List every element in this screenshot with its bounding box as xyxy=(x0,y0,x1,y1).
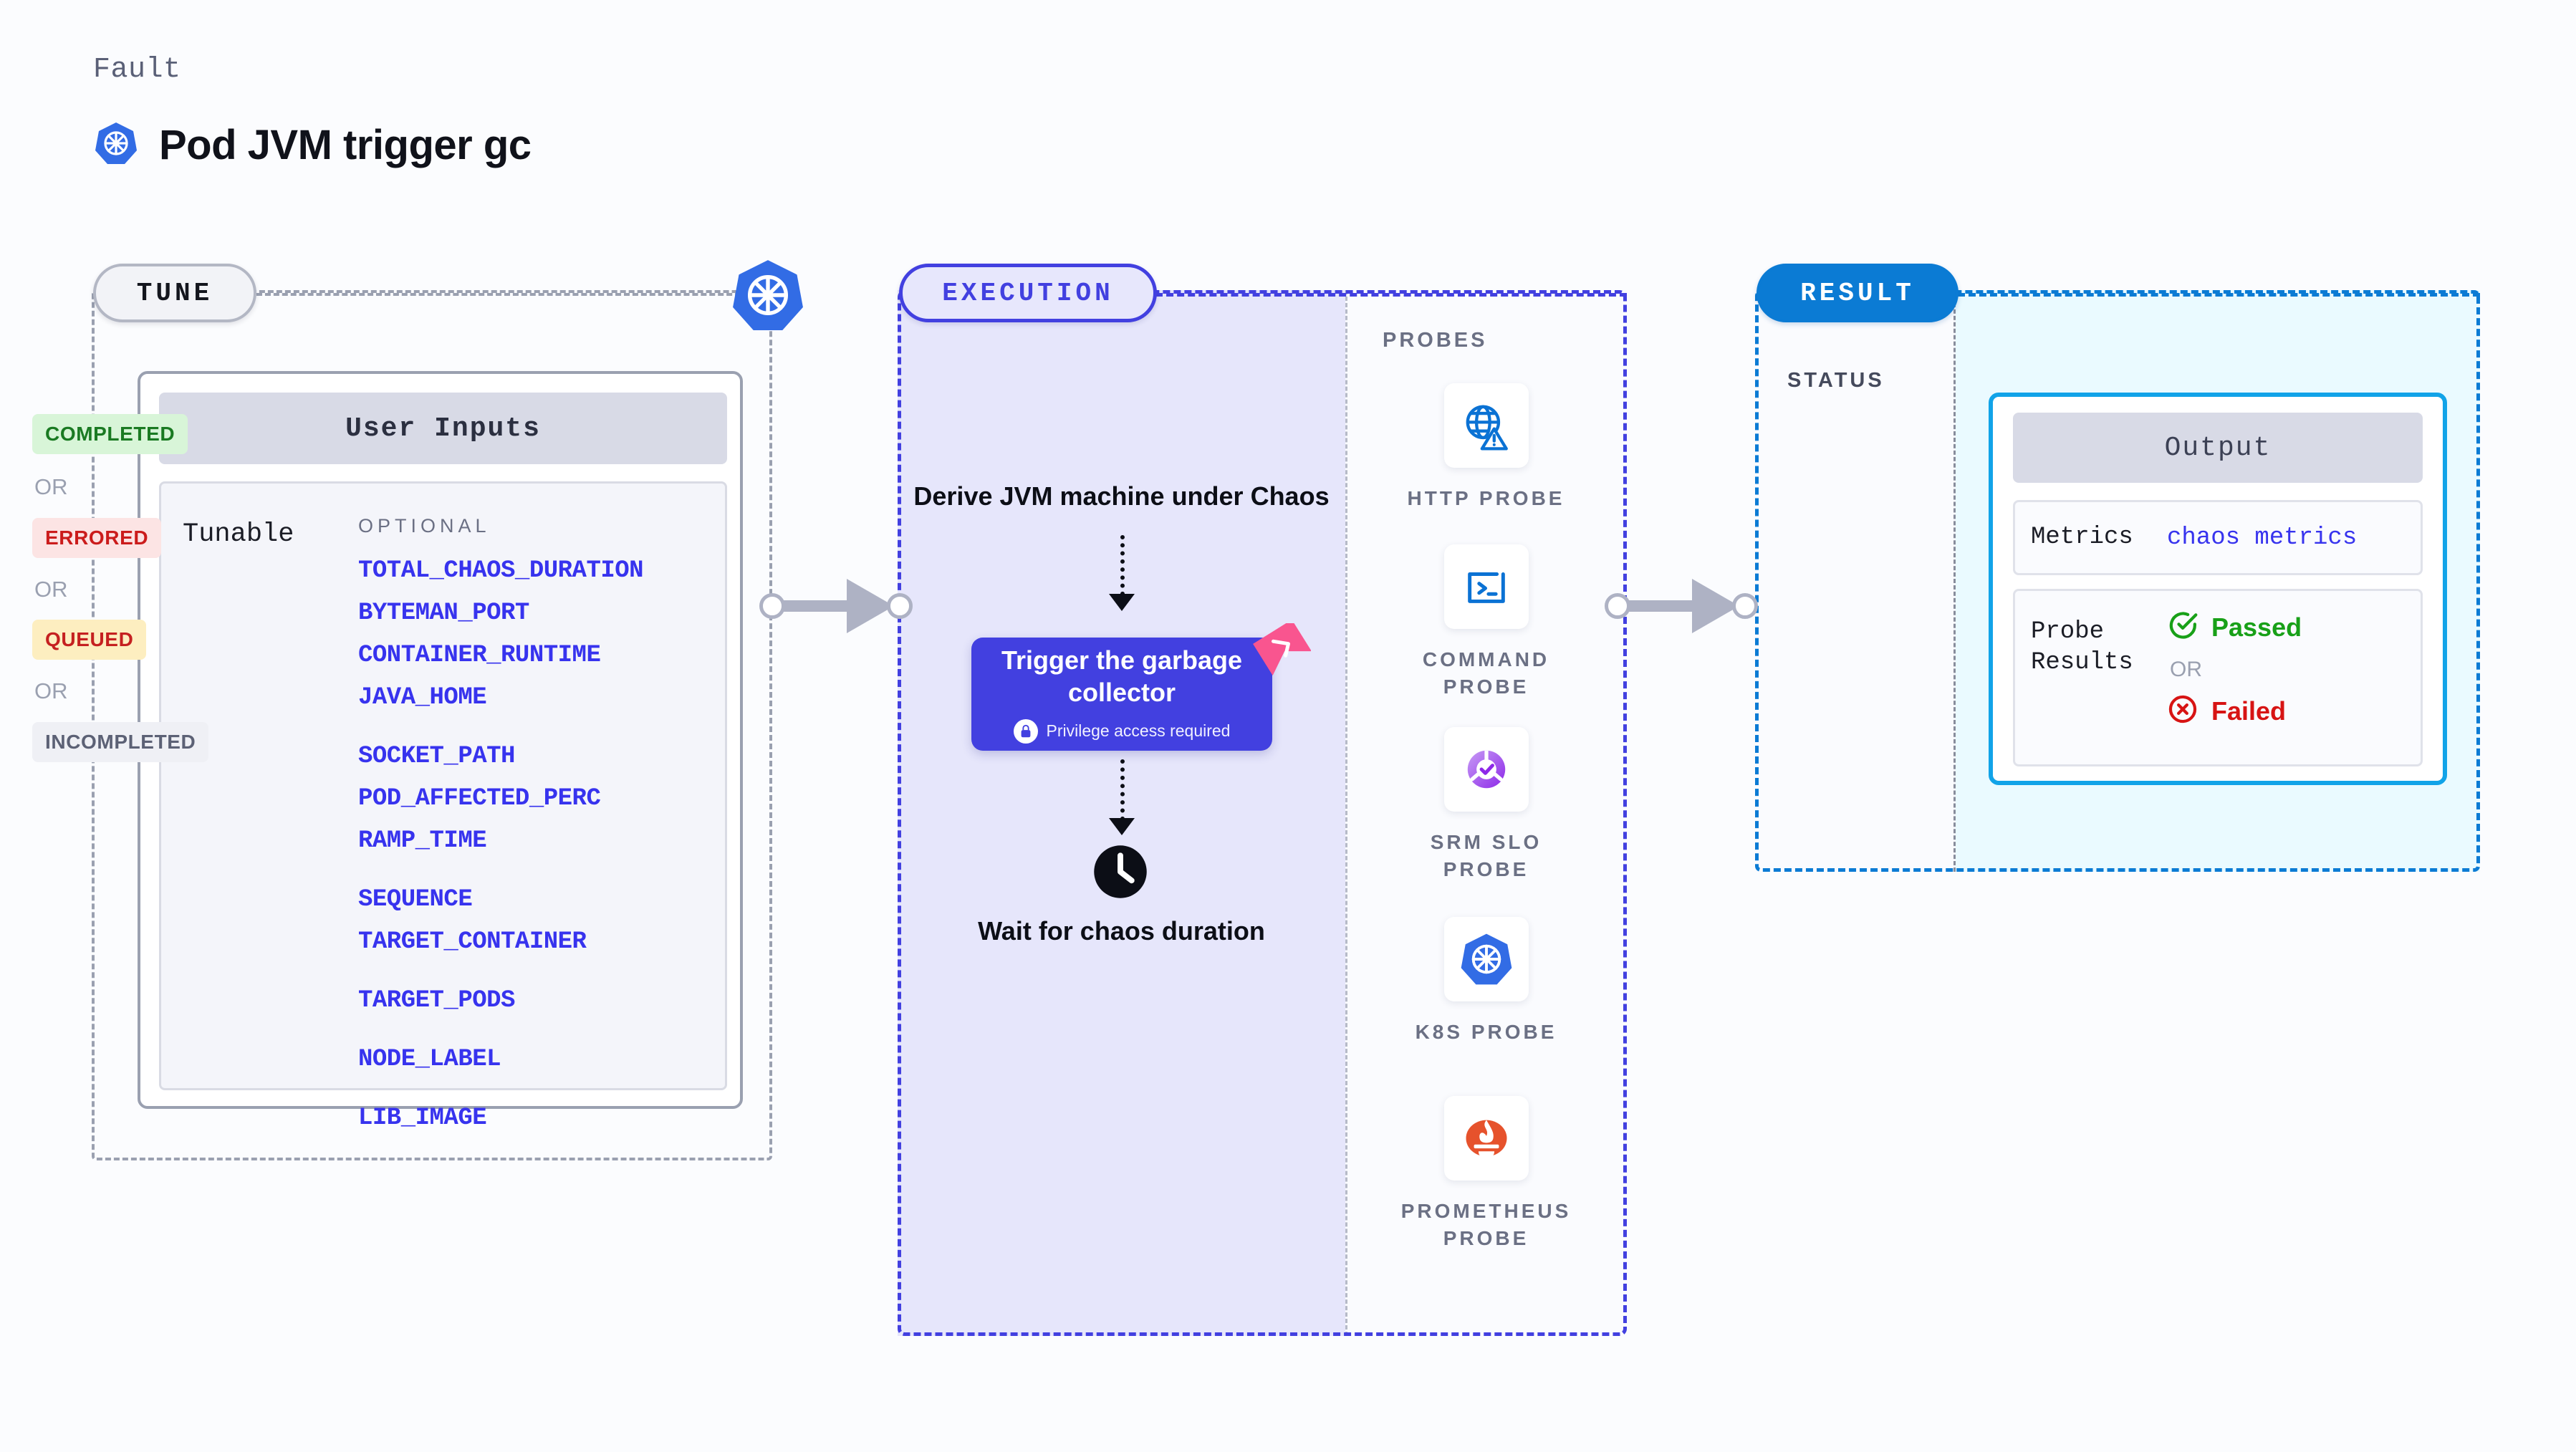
execution-connector-1 xyxy=(1120,535,1125,596)
trigger-gc-title: Trigger the garbage collector xyxy=(1001,645,1243,707)
flow-arrow-end-dot xyxy=(887,593,913,619)
kubernetes-icon xyxy=(1443,917,1529,1001)
status-badge-errored: ERRORED xyxy=(32,518,162,558)
tune-kubernetes-icon xyxy=(729,256,807,334)
probe-item-prometheus[interactable]: PROMETHEUS PROBE xyxy=(1345,1096,1627,1252)
status-badge-completed: COMPLETED xyxy=(32,414,188,454)
output-header: Output xyxy=(2013,413,2423,483)
output-card: Output Metrics chaos metrics Probe Resul… xyxy=(1989,393,2447,785)
user-inputs-card: User Inputs Tunable OPTIONAL TOTAL_CHAOS… xyxy=(138,371,743,1130)
probe-item-srm-slo[interactable]: SRM SLO PROBE xyxy=(1345,727,1627,883)
execution-step-derive-jvm: Derive JVM machine under Chaos xyxy=(913,481,1330,511)
tunable-item[interactable]: SOCKET_PATH xyxy=(358,743,515,770)
output-metrics-key: Metrics xyxy=(2031,524,2133,552)
execution-step-wait-chaos: Wait for chaos duration xyxy=(978,916,1265,946)
execution-pill-connector xyxy=(1155,293,1627,297)
tunable-item[interactable]: RAMP_TIME xyxy=(358,827,487,855)
probe-item-k8s[interactable]: K8S PROBE xyxy=(1345,917,1627,1046)
srm-slo-icon xyxy=(1443,727,1529,812)
tunable-item[interactable]: SEQUENCE xyxy=(358,886,473,913)
probe-label: PROMETHEUS PROBE xyxy=(1400,1200,1572,1249)
tunable-item[interactable]: BYTEMAN_PORT xyxy=(358,600,529,627)
lock-icon xyxy=(1013,718,1038,744)
flow-arrow-execution-to-result xyxy=(1605,573,1769,638)
tune-pill-connector xyxy=(256,293,749,296)
probe-passed-label: Passed xyxy=(2211,612,2302,642)
flow-arrow-head xyxy=(847,579,894,633)
tunable-item[interactable]: POD_AFFECTED_PERC xyxy=(358,785,601,812)
ribbon-badge-icon xyxy=(1249,619,1312,678)
trigger-garbage-collector-card[interactable]: Trigger the garbage collector Privilege … xyxy=(971,619,1312,751)
status-or-label: OR xyxy=(34,474,68,499)
output-probe-key: Probe Results xyxy=(2031,618,2133,676)
tunable-item[interactable]: CONTAINER_RUNTIME xyxy=(358,642,601,669)
tunable-item[interactable]: TARGET_CONTAINER xyxy=(358,928,587,956)
result-pill[interactable]: RESULT xyxy=(1756,264,1959,322)
result-pill-connector xyxy=(1958,293,2480,297)
status-badge-incompleted: INCOMPLETED xyxy=(32,722,209,762)
tune-pill[interactable]: TUNE xyxy=(93,264,256,322)
output-row-probe-results: Probe Results Passed OR xyxy=(2013,589,2423,766)
probe-item-http[interactable]: HTTP PROBE xyxy=(1345,383,1627,512)
execution-connector-2-arrow xyxy=(1109,818,1135,835)
tunable-optional-column: OPTIONAL TOTAL_CHAOS_DURATION BYTEMAN_PO… xyxy=(358,515,716,1148)
probe-result-or-label: OR xyxy=(2170,658,2202,681)
output-metrics-value[interactable]: chaos metrics xyxy=(2167,524,2358,552)
result-section xyxy=(1755,290,2480,872)
tunable-item[interactable]: TOTAL_CHAOS_DURATION xyxy=(358,557,644,585)
flow-arrow-tune-to-execution xyxy=(759,573,924,638)
probe-label: SRM SLO PROBE xyxy=(1430,831,1542,880)
probe-failed-label: Failed xyxy=(2211,696,2287,726)
tunable-item[interactable]: NODE_LABEL xyxy=(358,1046,501,1073)
user-inputs-header: User Inputs xyxy=(159,393,727,464)
probe-item-command[interactable]: COMMAND PROBE xyxy=(1345,544,1627,701)
page-title-row: Pod JVM trigger gc xyxy=(93,120,532,170)
execution-pill[interactable]: EXECUTION xyxy=(899,264,1157,322)
terminal-icon xyxy=(1443,544,1529,629)
status-header: STATUS xyxy=(1787,369,1885,392)
kubernetes-icon xyxy=(93,120,139,170)
flow-arrow-head xyxy=(1692,579,1739,633)
execution-connector-2 xyxy=(1120,759,1125,821)
probe-label: K8S PROBE xyxy=(1415,1021,1557,1043)
page-kicker: Fault xyxy=(93,54,181,86)
status-or-label: OR xyxy=(34,678,68,703)
prometheus-icon xyxy=(1443,1096,1529,1181)
tunable-item[interactable]: TARGET_PODS xyxy=(358,987,515,1014)
tunable-item[interactable]: LIB_IMAGE xyxy=(358,1105,487,1132)
tunable-row-label: Tunable xyxy=(183,519,294,549)
optional-group-label: OPTIONAL xyxy=(358,515,491,537)
page-title: Pod JVM trigger gc xyxy=(159,122,532,168)
flow-arrow-end-dot xyxy=(1732,593,1758,619)
output-probe-values: Passed OR Failed xyxy=(2167,591,2302,764)
probes-header: PROBES xyxy=(1383,329,1488,352)
output-row-metrics: Metrics chaos metrics xyxy=(2013,500,2423,575)
status-or-label: OR xyxy=(34,577,68,602)
status-badge-queued: QUEUED xyxy=(32,620,147,660)
user-inputs-body: Tunable OPTIONAL TOTAL_CHAOS_DURATION BY… xyxy=(159,481,727,1130)
x-circle-icon xyxy=(2167,693,2198,729)
check-circle-icon xyxy=(2167,610,2198,645)
tunable-item[interactable]: JAVA_HOME xyxy=(358,684,487,711)
probe-label: COMMAND PROBE xyxy=(1422,648,1550,698)
result-status-panel-fill xyxy=(1755,290,1956,872)
privilege-note-text: Privilege access required xyxy=(1046,721,1231,741)
execution-connector-1-arrow xyxy=(1109,594,1135,611)
clock-icon xyxy=(1090,842,1150,902)
flow-arrow-start-dot xyxy=(759,593,785,619)
execution-section xyxy=(898,290,1627,1336)
probe-label: HTTP PROBE xyxy=(1407,487,1565,509)
globe-warning-icon xyxy=(1443,383,1529,468)
probe-result-failed: Failed xyxy=(2167,693,2302,729)
privilege-note: Privilege access required xyxy=(1013,718,1231,744)
probe-result-passed: Passed xyxy=(2167,610,2302,645)
